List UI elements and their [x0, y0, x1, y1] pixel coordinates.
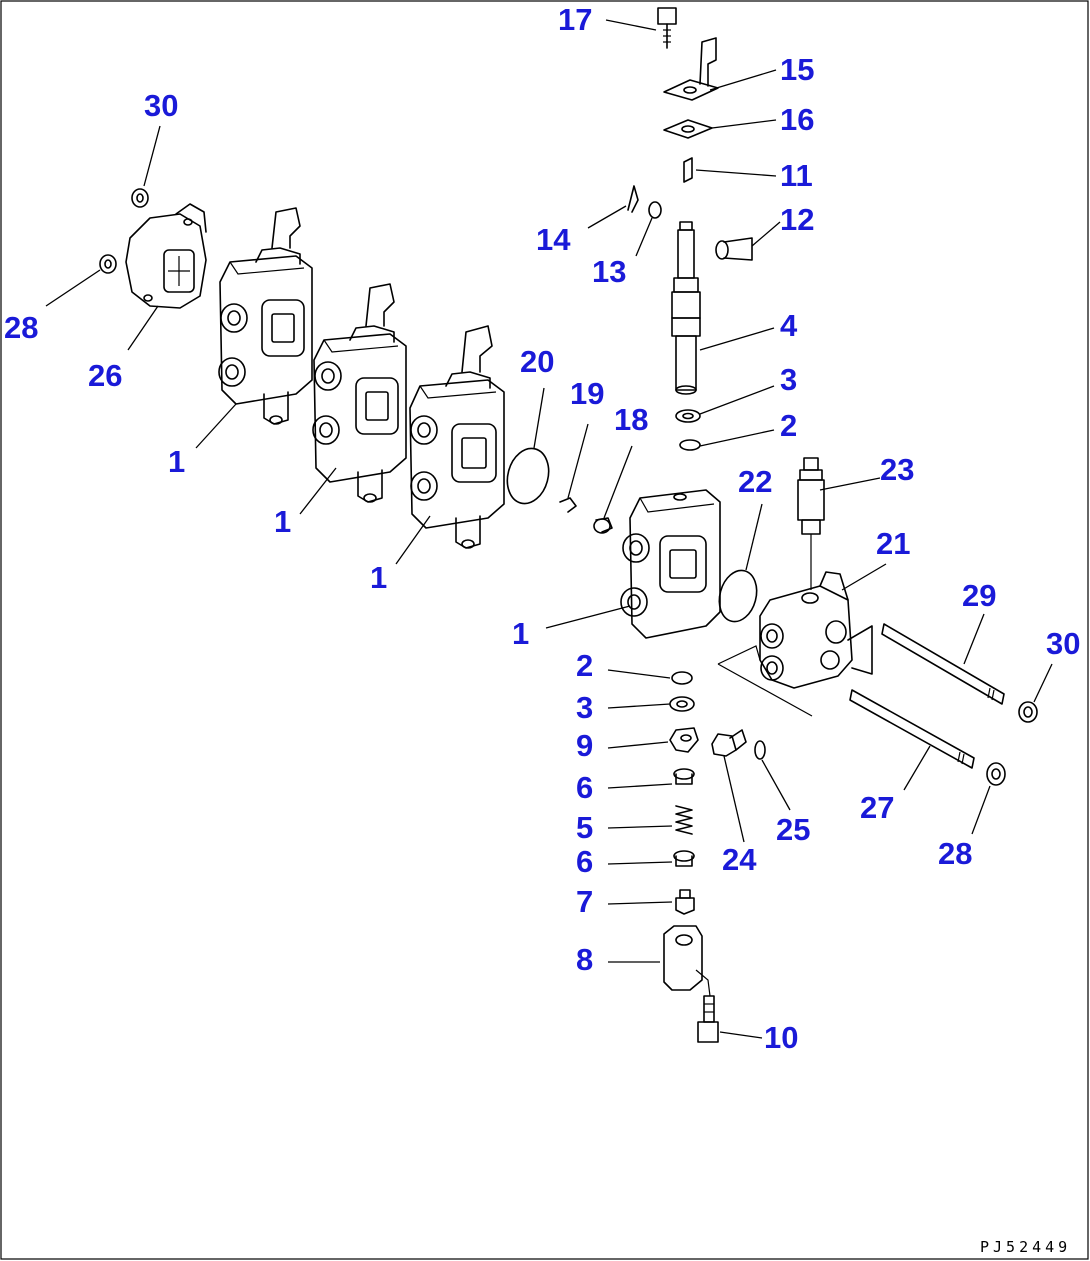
- part-oring-22: [718, 569, 758, 623]
- callout-24: 24: [722, 842, 757, 877]
- part-pin-14: [627, 185, 639, 213]
- part-bolt-12: [715, 237, 753, 261]
- callout-1-c: 1: [370, 560, 387, 595]
- part-ring-19: [559, 497, 577, 513]
- callout-2-bottom: 2: [576, 648, 593, 683]
- part-oring-25: [754, 740, 766, 760]
- callout-1-d: 1: [512, 616, 529, 651]
- part-washer-3-top: [675, 409, 701, 423]
- callout-17: 17: [558, 2, 592, 37]
- leader-lines: [45, 19, 1053, 1039]
- part-nut-30-right: [1018, 701, 1038, 723]
- part-housing-8: [663, 925, 711, 997]
- callout-23: 23: [880, 452, 914, 487]
- callout-labels: 17 15 16 11 14 13 12 30 28 26 4 3 2 20 1…: [4, 2, 1080, 1055]
- part-flange-9: [669, 727, 699, 753]
- part-cover-26: [125, 203, 207, 309]
- callout-11: 11: [780, 158, 813, 193]
- callout-25: 25: [776, 812, 810, 847]
- part-tierod-27: [849, 689, 975, 769]
- callout-6-bottom: 6: [576, 844, 593, 879]
- part-bolt-17: [657, 7, 677, 49]
- part-nut-30-left: [131, 188, 149, 208]
- callout-8: 8: [576, 942, 593, 977]
- callout-14: 14: [536, 222, 571, 257]
- part-poppet-7: [675, 889, 695, 915]
- part-valve-23: [797, 457, 825, 590]
- part-nut-28-right: [986, 762, 1006, 786]
- part-seat-6-top: [673, 768, 695, 785]
- part-gasket-16: [663, 119, 713, 139]
- callout-18: 18: [614, 402, 648, 437]
- part-bracket-15: [663, 37, 719, 101]
- callout-12: 12: [780, 202, 814, 237]
- part-key-11: [683, 157, 693, 183]
- drawing-code: PJ52449: [980, 1238, 1071, 1256]
- callout-28-right: 28: [938, 836, 972, 871]
- callout-1-a: 1: [168, 444, 185, 479]
- callout-3-top: 3: [780, 362, 797, 397]
- callout-21: 21: [876, 526, 910, 561]
- part-section-1c: [409, 325, 505, 549]
- part-spool-4: [671, 221, 701, 395]
- callout-20: 20: [520, 344, 554, 379]
- part-plug-18: [593, 517, 613, 534]
- part-seal-2-top: [679, 439, 701, 451]
- callout-22: 22: [738, 464, 772, 499]
- part-plug-24: [711, 729, 747, 757]
- callout-13: 13: [592, 254, 626, 289]
- part-section-1a: [218, 207, 313, 425]
- callout-1-b: 1: [274, 504, 291, 539]
- callout-16: 16: [780, 102, 814, 137]
- callout-7: 7: [576, 884, 593, 919]
- callout-29: 29: [962, 578, 996, 613]
- part-nut-28-left: [99, 254, 117, 274]
- callout-5: 5: [576, 810, 593, 845]
- callout-6-top: 6: [576, 770, 593, 805]
- callout-10: 10: [764, 1020, 798, 1055]
- callout-27: 27: [860, 790, 894, 825]
- part-spring-5: [675, 805, 693, 835]
- part-section-1d: [620, 489, 721, 639]
- part-seat-6-bottom: [673, 850, 695, 867]
- part-seal-2-bottom: [671, 671, 693, 685]
- callout-19: 19: [570, 376, 604, 411]
- part-oring-20: [506, 447, 550, 505]
- callout-4: 4: [780, 308, 798, 343]
- callout-2-top: 2: [780, 408, 797, 443]
- part-endblock-21: [759, 571, 873, 689]
- part-washer-3-bottom: [669, 696, 695, 712]
- part-bolt-10: [697, 995, 719, 1043]
- part-tierod-29: [881, 623, 1005, 705]
- assembly-guide-line: [717, 645, 813, 717]
- part-ring-13: [648, 201, 662, 219]
- callout-15: 15: [780, 52, 814, 87]
- callout-26: 26: [88, 358, 122, 393]
- callout-9: 9: [576, 728, 593, 763]
- callout-30-right: 30: [1046, 626, 1080, 661]
- callout-30-left: 30: [144, 88, 178, 123]
- part-section-1b: [312, 283, 407, 503]
- callout-28-left: 28: [4, 310, 38, 345]
- callout-3-bottom: 3: [576, 690, 593, 725]
